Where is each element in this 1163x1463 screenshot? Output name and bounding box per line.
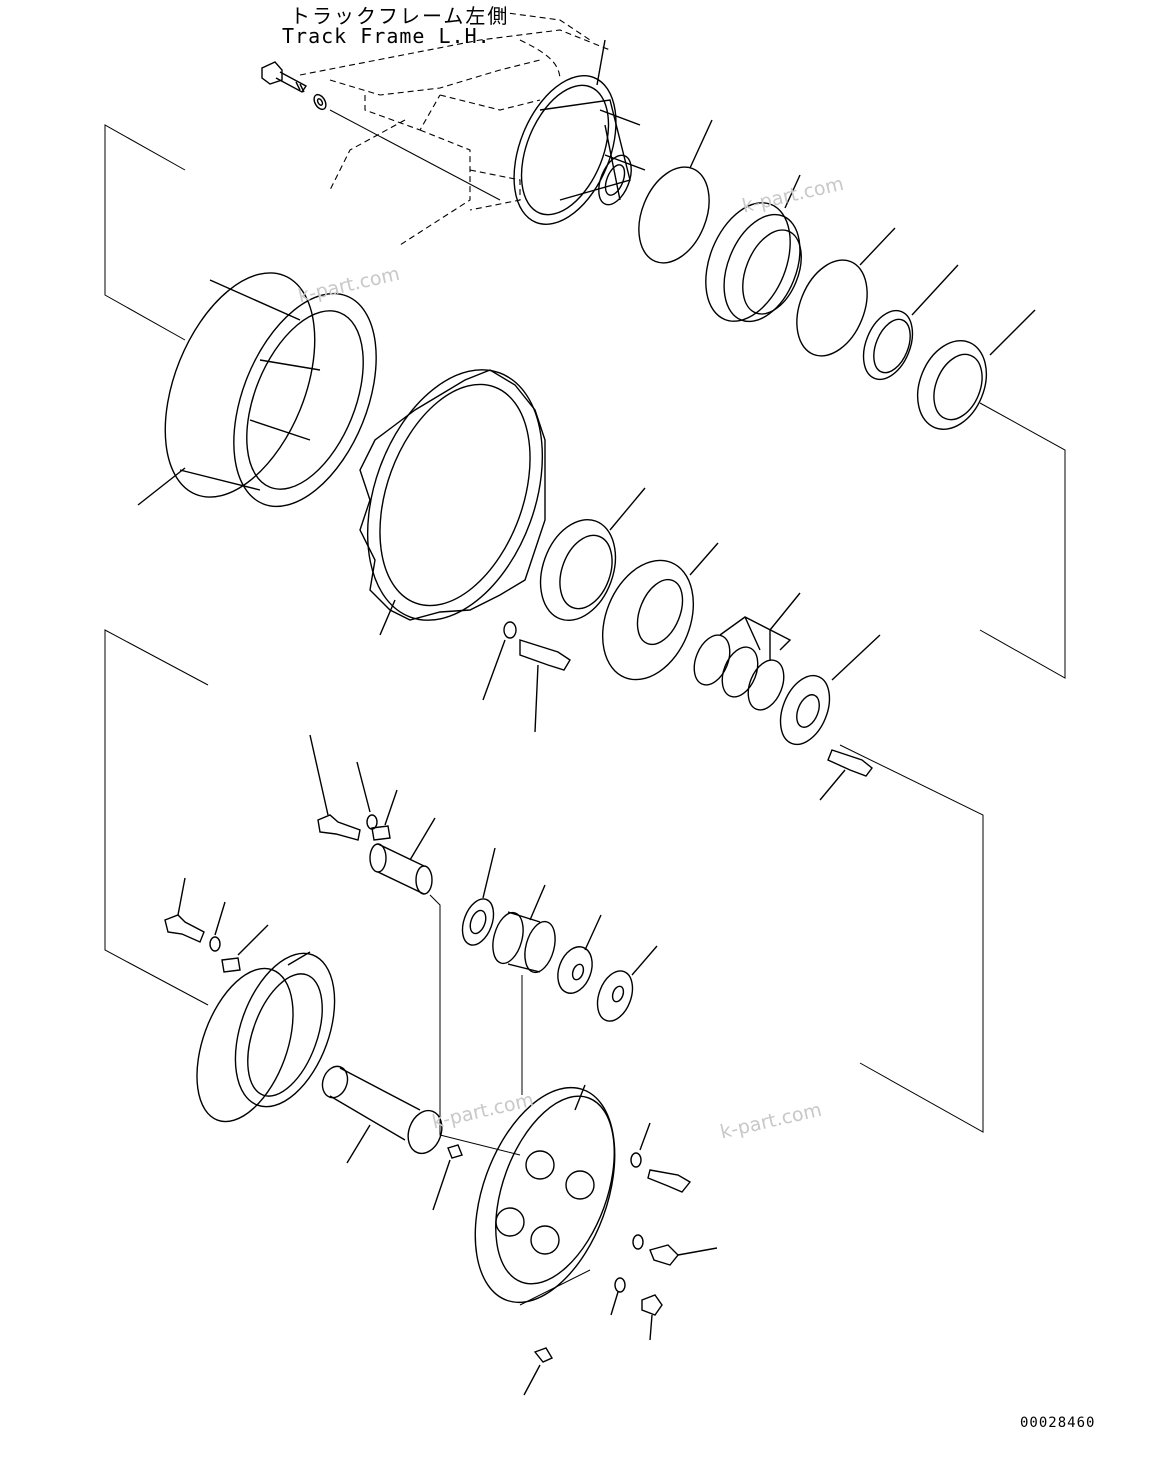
carrier-o-ring (611, 1278, 625, 1315)
caption-english: Track Frame L.H. (282, 24, 491, 48)
planet-shaft (370, 818, 520, 1155)
leader-bracket (105, 125, 185, 340)
mounting-bolt (262, 62, 306, 92)
bolt-axis-line (330, 110, 500, 200)
thrust-ring (771, 635, 880, 752)
sun-gear-shaft (318, 1063, 447, 1163)
carrier-bolt (631, 1123, 717, 1340)
plug (433, 1145, 462, 1210)
bolt-2 (310, 735, 360, 840)
leader-bracket (980, 403, 1065, 678)
bearing-retainer (586, 543, 718, 693)
planet-pinion (552, 915, 601, 998)
washer (312, 93, 329, 112)
o-ring-2 (784, 228, 895, 366)
leader-bracket (105, 630, 208, 1005)
sprocket-hub (136, 251, 405, 527)
o-ring (626, 120, 723, 273)
ring-washer (210, 902, 225, 951)
ring-lock-plate (222, 925, 268, 972)
drawing-number: 00028460 (1020, 1415, 1096, 1431)
final-drive-housing (494, 40, 645, 239)
sprocket (335, 345, 574, 644)
caption-japanese: トラックフレーム左側 (290, 4, 510, 28)
washer-3 (357, 762, 377, 829)
shims (687, 593, 800, 715)
bolt (520, 640, 570, 732)
washer-2 (483, 622, 516, 700)
taper-roller-bearing (527, 488, 645, 631)
leader-bracket (840, 745, 983, 1132)
carrier (448, 1069, 641, 1322)
retainer-bolt (820, 750, 872, 800)
seal-holder (690, 175, 815, 334)
track-frame-outline (300, 12, 610, 245)
planet-gear (488, 885, 561, 1095)
thrust-washer (591, 946, 657, 1026)
ring-gear (178, 940, 354, 1135)
bearing-cone (905, 310, 1035, 440)
ring-bolt (165, 878, 204, 942)
needle-bearing-seal (457, 848, 500, 949)
lock-plate (372, 790, 397, 840)
carrier-plug (520, 1270, 590, 1395)
bearing-cup (854, 265, 958, 387)
